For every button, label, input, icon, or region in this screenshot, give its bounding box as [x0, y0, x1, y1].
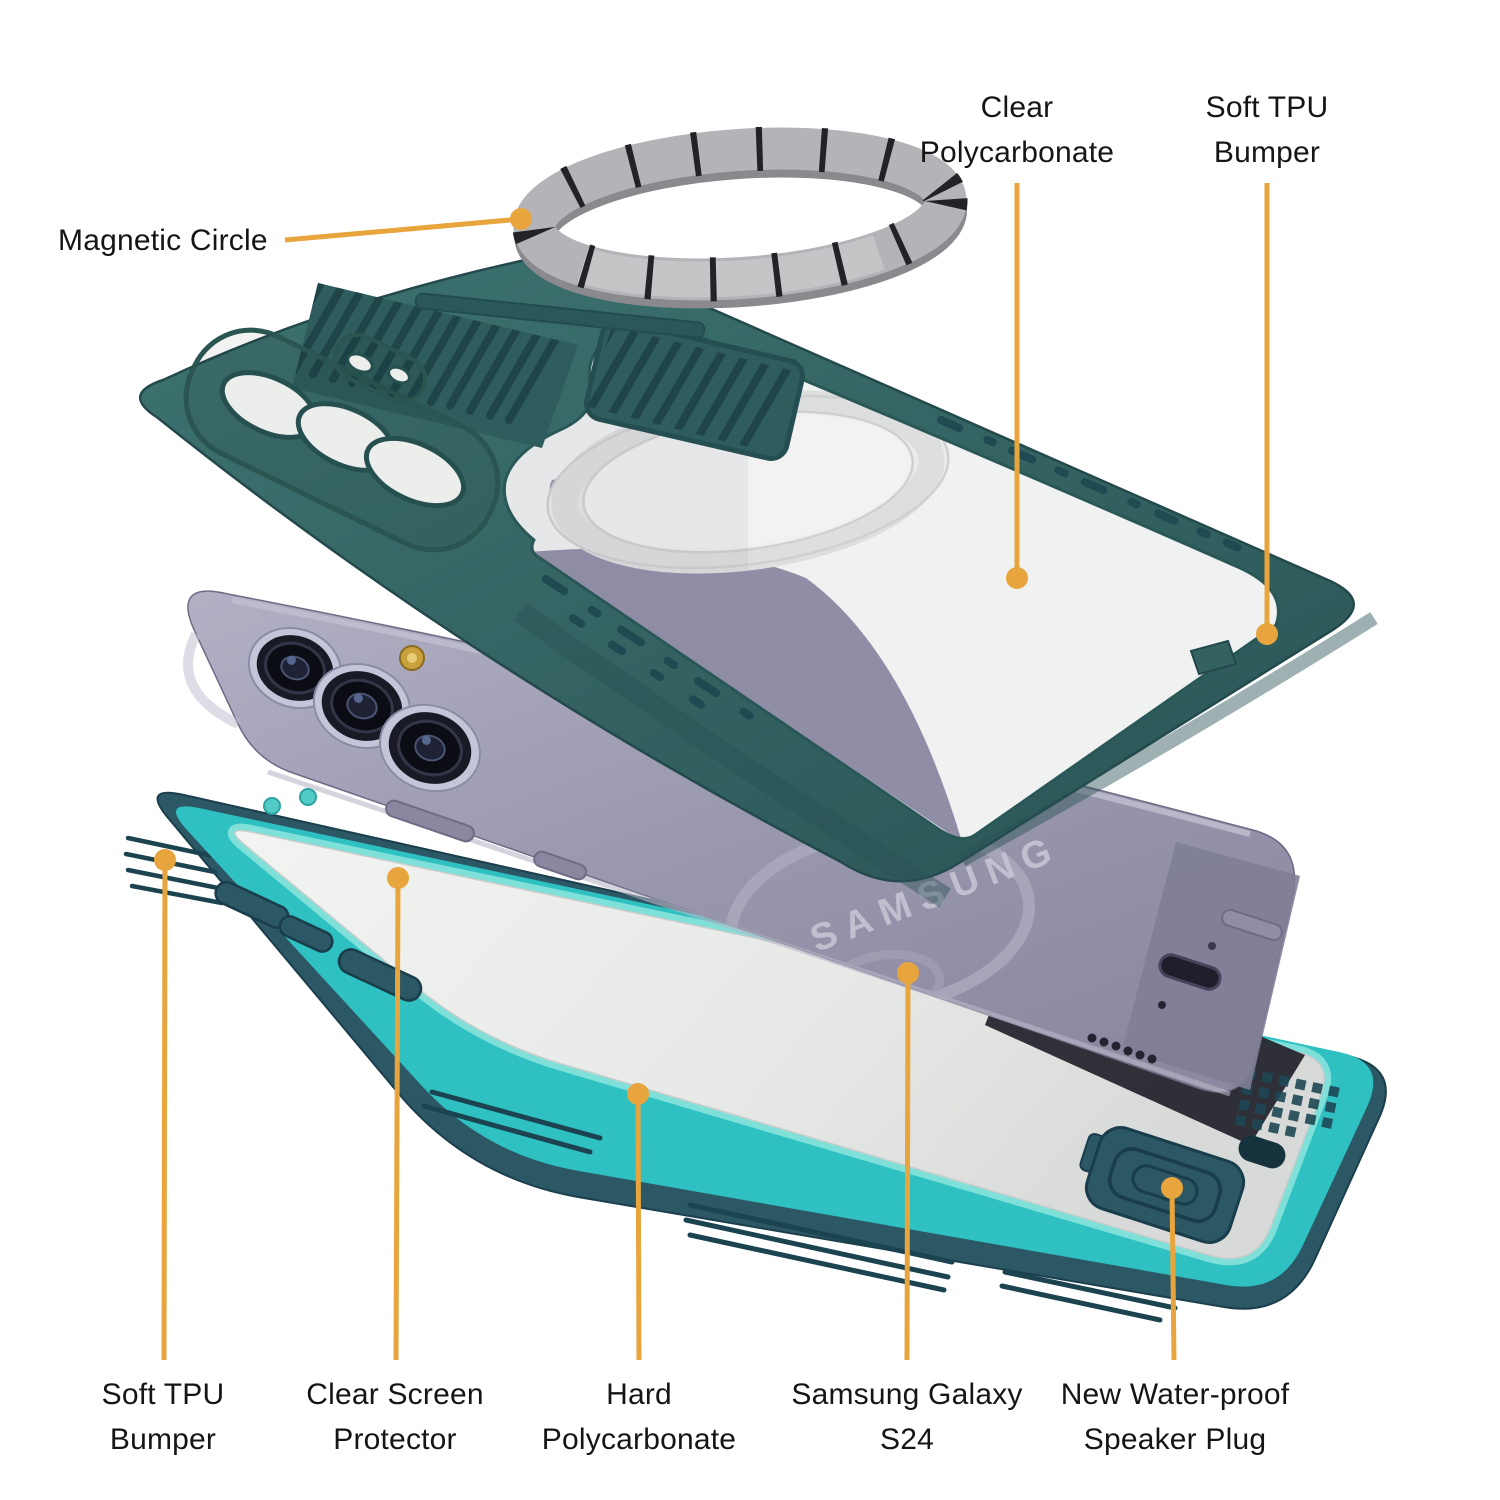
label-samsung-galaxy-s24: Samsung Galaxy S24 — [791, 1378, 1023, 1456]
phone-side-buttons — [385, 799, 588, 881]
phone-through-window — [528, 548, 962, 839]
top-case-notch — [1189, 639, 1238, 676]
leader-line-samsung-galaxy-s24 — [904, 972, 911, 1361]
flash-cutouts — [346, 352, 411, 385]
label-soft-tpu-bumper-top: Soft TPU Bumper — [1205, 91, 1329, 169]
phone-endcap — [183, 631, 241, 729]
screen-protector — [234, 829, 1325, 1260]
camera-lens-3 — [378, 703, 482, 793]
label-magnetic-circle-text: Magnetic Circle — [58, 224, 268, 257]
vent-recess-right-outline — [584, 318, 805, 461]
label-soft-tpu-bumper-bottom: Soft TPU Bumper — [101, 1378, 225, 1456]
top-case-window-inner-edge — [502, 316, 1280, 841]
frame-slot-dashes-top — [936, 415, 1242, 552]
top-case — [138, 251, 1378, 908]
usb-c-port — [1158, 953, 1222, 991]
leader-line-magnetic-circle — [284, 216, 522, 243]
top-case-side-shade-left — [513, 603, 951, 908]
leader-dot-clear-polycarbonate — [1006, 567, 1028, 589]
sim-tray — [1221, 908, 1283, 942]
frame-slot-dashes-left — [541, 575, 754, 720]
label-magnetic-circle: Magnetic Circle — [58, 221, 278, 261]
label-clear-polycarbonate: Clear Polycarbonate — [919, 91, 1115, 169]
vent-slats-right — [586, 326, 792, 448]
bottom-case-grip-texture — [1234, 1067, 1340, 1138]
leader-dot-samsung-galaxy-s24 — [897, 962, 919, 984]
leader-line-soft-tpu-bottom — [161, 859, 168, 1361]
mic-hole — [1158, 1001, 1166, 1009]
bottom-case-side-ribs — [123, 835, 225, 906]
leader-dot-clear-screen-protector — [387, 867, 409, 889]
leader-lines — [154, 183, 1278, 1361]
leader-line-speaker-plug — [1169, 1187, 1177, 1361]
leader-line-clear-screen-protector — [393, 877, 401, 1361]
leader-dot-soft-tpu-bottom — [154, 849, 176, 871]
leader-dot-speaker-plug — [1161, 1177, 1183, 1199]
magnetic-ring — [512, 126, 968, 309]
leader-line-hard-polycarbonate — [635, 1093, 642, 1361]
top-case-side-shade-right — [958, 612, 1378, 867]
magnet-segments — [512, 126, 968, 302]
leader-dot-magnetic-circle — [510, 208, 532, 230]
vent-divider-bar — [414, 292, 706, 339]
flash-plate-outline — [332, 332, 427, 404]
bottom-case-buttons — [214, 880, 423, 1002]
label-clear-screen-protector: Clear Screen Protector — [306, 1378, 484, 1456]
flash-led — [399, 645, 425, 671]
speaker-holes — [1087, 1033, 1157, 1064]
sim-pinhole — [1208, 942, 1216, 950]
leader-dot-hard-polycarbonate — [627, 1083, 649, 1105]
leader-dot-soft-tpu-top — [1256, 623, 1278, 645]
label-new-waterproof-speaker-plug: New Water-proof Speaker Plug — [1060, 1378, 1290, 1456]
label-hard-polycarbonate: Hard Polycarbonate — [541, 1378, 737, 1456]
camera-cutouts — [219, 370, 467, 509]
bottom-case-slot — [1238, 1135, 1286, 1169]
magsafe-ring — [546, 390, 950, 574]
phone: SAMSUNG — [183, 590, 1300, 1097]
bottom-case-nubs — [263, 788, 317, 815]
